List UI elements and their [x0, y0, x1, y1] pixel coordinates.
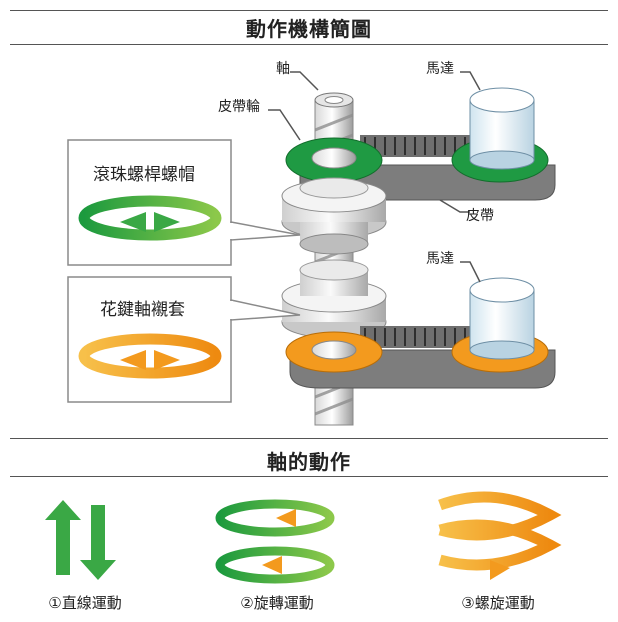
section2-title: 軸的動作 — [267, 450, 351, 474]
motor-bottom-label: 馬達 — [426, 251, 454, 267]
pulley-label: 皮帶輪 — [218, 99, 260, 115]
page-title: 動作機構簡圖 — [246, 17, 372, 41]
title-underline — [10, 44, 608, 45]
section2-top-rule — [10, 438, 608, 439]
helical-motion-icon — [438, 491, 562, 580]
label-leaders — [268, 71, 481, 283]
linear-motion-icon — [45, 500, 116, 580]
linear-motion-caption: ①直線運動 — [48, 594, 122, 612]
belt-label: 皮帶 — [466, 208, 494, 224]
ball-screw-nut — [281, 177, 387, 255]
rotation-motion-icon — [215, 499, 335, 584]
motor-top-label: 馬達 — [426, 61, 454, 77]
helical-motion-caption: ③螺旋運動 — [461, 594, 535, 612]
section2-underline — [10, 476, 608, 477]
lower-belt-assembly — [285, 277, 556, 389]
top-rule — [10, 10, 608, 11]
orange-rotation-icon — [78, 333, 222, 379]
rotation-motion-caption: ②旋轉運動 — [240, 594, 314, 612]
ball-screw-nut-label: 滾珠螺桿螺帽 — [93, 165, 195, 185]
green-rotation-icon — [78, 195, 222, 241]
spline-nut-label: 花鍵軸襯套 — [100, 300, 185, 320]
shaft-label: 軸 — [276, 61, 290, 77]
